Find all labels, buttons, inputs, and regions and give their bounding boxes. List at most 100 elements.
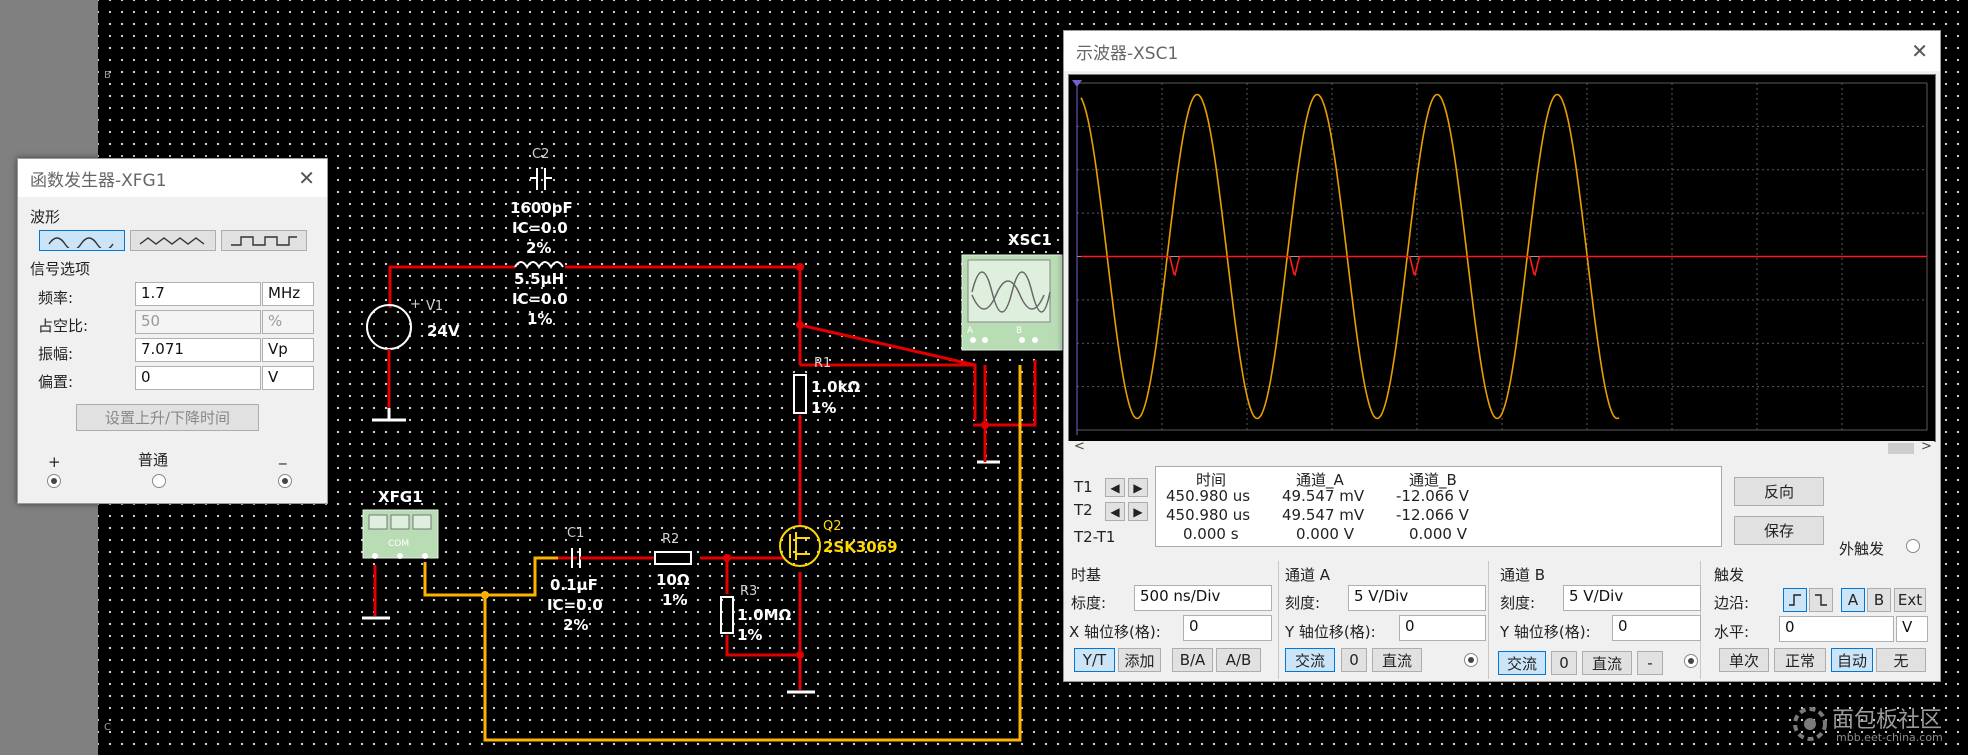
r2-ref: R2	[662, 532, 679, 547]
common-terminal-radio[interactable]	[152, 474, 166, 488]
t1-right-arrow-icon[interactable]: ▶	[1128, 478, 1148, 497]
frequency-input[interactable]: 1.7	[135, 282, 261, 306]
sheet-border-mark: B	[104, 70, 111, 81]
xfg1-generator-symbol[interactable]	[362, 509, 439, 559]
sine-wave-button[interactable]	[39, 230, 125, 251]
scroll-right-arrow[interactable]: >	[1921, 439, 1932, 454]
channel-b-dc-button[interactable]: 直流	[1582, 651, 1632, 675]
amplitude-input[interactable]: 7.071	[135, 338, 261, 362]
channel-a-dc-button[interactable]: 直流	[1372, 648, 1422, 672]
ba-mode-button[interactable]: B/A	[1172, 648, 1213, 672]
t2-left-arrow-icon[interactable]: ◀	[1105, 502, 1125, 521]
c1-ic: IC=0.0	[547, 596, 603, 614]
t2-channel-a: 49.547 mV	[1282, 506, 1365, 524]
q2-ref: Q2	[823, 519, 842, 534]
yt-mode-button[interactable]: Y/T	[1074, 648, 1115, 672]
watermark-en: mbb.eet-china.com	[1836, 731, 1943, 744]
c2-ref: C2	[532, 147, 549, 162]
minus-terminal-label: _	[279, 447, 287, 465]
scope-traces	[1072, 80, 1928, 435]
channel-b-title: 通道 B	[1500, 566, 1546, 584]
channel-b-ac-button[interactable]: 交流	[1498, 651, 1546, 675]
invert-button[interactable]: 反向	[1734, 477, 1824, 506]
l1-inductor[interactable]	[514, 261, 564, 269]
funcgen-titlebar[interactable]: 函数发生器-XFG1 ✕	[18, 159, 327, 197]
r1-resistor[interactable]	[793, 374, 807, 414]
xsc1-port-a: A	[967, 326, 974, 336]
trigger-level-unit-select[interactable]: V	[1896, 616, 1928, 642]
trigger-level-input[interactable]: 0	[1779, 616, 1894, 642]
channel-b-radio[interactable]	[1684, 654, 1698, 668]
rising-edge-button[interactable]	[1783, 588, 1807, 612]
offset-unit-select[interactable]: V	[262, 366, 314, 390]
auto-trigger-button[interactable]: 自动	[1831, 648, 1873, 672]
triangle-wave-button[interactable]	[130, 230, 216, 251]
scroll-left-arrow[interactable]: <	[1074, 439, 1085, 454]
plus-terminal-radio[interactable]	[47, 474, 61, 488]
amplitude-label: 振幅:	[38, 345, 74, 363]
watermark-cn: 面包板社区	[1832, 708, 1943, 733]
falling-edge-button[interactable]	[1809, 588, 1833, 612]
trigger-source-a-button[interactable]: A	[1841, 588, 1865, 612]
rise-fall-time-button[interactable]: 设置上升/下降时间	[76, 404, 259, 431]
offset-input[interactable]: 0	[135, 366, 261, 390]
channel-a-panel	[1282, 561, 1489, 679]
square-wave-button[interactable]	[221, 230, 307, 251]
t1-label: T1	[1074, 478, 1093, 496]
scope-display[interactable]	[1068, 74, 1936, 442]
timebase-title: 时基	[1071, 566, 1102, 584]
normal-trigger-button[interactable]: 正常	[1774, 648, 1826, 672]
timebase-scale-label: 标度:	[1071, 594, 1107, 612]
ext-trigger-label: 外触发	[1839, 540, 1885, 558]
channel-a-ac-button[interactable]: 交流	[1285, 648, 1335, 672]
trigger-source-b-button[interactable]: B	[1867, 588, 1891, 612]
duty-cycle-input[interactable]: 50	[135, 310, 261, 334]
r3-tolerance: 1%	[737, 626, 762, 644]
oscilloscope-window[interactable]: 示波器-XSC1 ✕ < > T1 T2 T2-T1 ◀ ▶ ◀ ▶ 时间 通道…	[1063, 30, 1941, 682]
xsc1-ref: XSC1	[1008, 231, 1052, 249]
save-button[interactable]: 保存	[1734, 516, 1824, 545]
minus-terminal-radio[interactable]	[278, 474, 292, 488]
x-position-input[interactable]: 0	[1183, 615, 1272, 641]
channel-b-ypos-input[interactable]: 0	[1612, 615, 1701, 641]
amplitude-unit-select[interactable]: Vp	[262, 338, 314, 362]
close-icon[interactable]: ✕	[298, 166, 315, 190]
horizontal-scrollbar[interactable]: < >	[1068, 439, 1934, 457]
c2-capacitor[interactable]	[530, 168, 552, 190]
xsc1-oscilloscope-symbol[interactable]	[961, 254, 1063, 351]
cursor-readout-table: 时间 通道_A 通道_B 450.980 us 49.547 mV -12.06…	[1155, 466, 1722, 547]
trigger-level-label: 水平:	[1714, 623, 1750, 641]
channel-a-radio[interactable]	[1464, 653, 1478, 667]
v1-source[interactable]	[366, 304, 412, 422]
channel-a-ypos-input[interactable]: 0	[1399, 615, 1486, 641]
channel-a-scale-input[interactable]: 5 V/Div	[1348, 585, 1486, 611]
sheet-border-mark: C	[104, 722, 111, 733]
channel-b-scale-input[interactable]: 5 V/Div	[1563, 585, 1701, 611]
c1-ref: C1	[567, 526, 584, 541]
timebase-scale-input[interactable]: 500 ns/Div	[1134, 585, 1272, 611]
single-trigger-button[interactable]: 单次	[1719, 648, 1769, 672]
function-generator-window[interactable]: 函数发生器-XFG1 ✕ 波形 信号选项 频率: 1.7 MHz 占空比: 50…	[17, 158, 328, 504]
scope-titlebar[interactable]: 示波器-XSC1 ✕	[1064, 31, 1940, 71]
scrollbar-thumb[interactable]	[1888, 443, 1914, 454]
channel-b-zero-button[interactable]: 0	[1551, 651, 1577, 675]
ext-trigger-radio[interactable]	[1906, 539, 1920, 553]
waveform-label: 波形	[30, 208, 61, 226]
ab-mode-button[interactable]: A/B	[1216, 648, 1261, 672]
xsc1-port-b: B	[1016, 326, 1022, 336]
add-mode-button[interactable]: 添加	[1118, 648, 1161, 672]
close-icon[interactable]: ✕	[1911, 39, 1928, 63]
t2-right-arrow-icon[interactable]: ▶	[1128, 502, 1148, 521]
trigger-source-ext-button[interactable]: Ext	[1894, 588, 1926, 612]
channel-a-zero-button[interactable]: 0	[1341, 648, 1367, 672]
c2-ic: IC=0.0	[512, 219, 568, 237]
frequency-label: 频率:	[38, 289, 74, 307]
frequency-unit-select[interactable]: MHz	[262, 282, 314, 306]
r2-resistor[interactable]	[654, 551, 692, 565]
r3-resistor[interactable]	[720, 596, 734, 634]
channel-b-minus-button[interactable]: -	[1637, 651, 1663, 675]
plus-terminal-label: +	[48, 453, 61, 471]
t1-left-arrow-icon[interactable]: ◀	[1105, 478, 1125, 497]
none-trigger-button[interactable]: 无	[1876, 648, 1926, 672]
q2-mosfet[interactable]	[779, 525, 821, 567]
